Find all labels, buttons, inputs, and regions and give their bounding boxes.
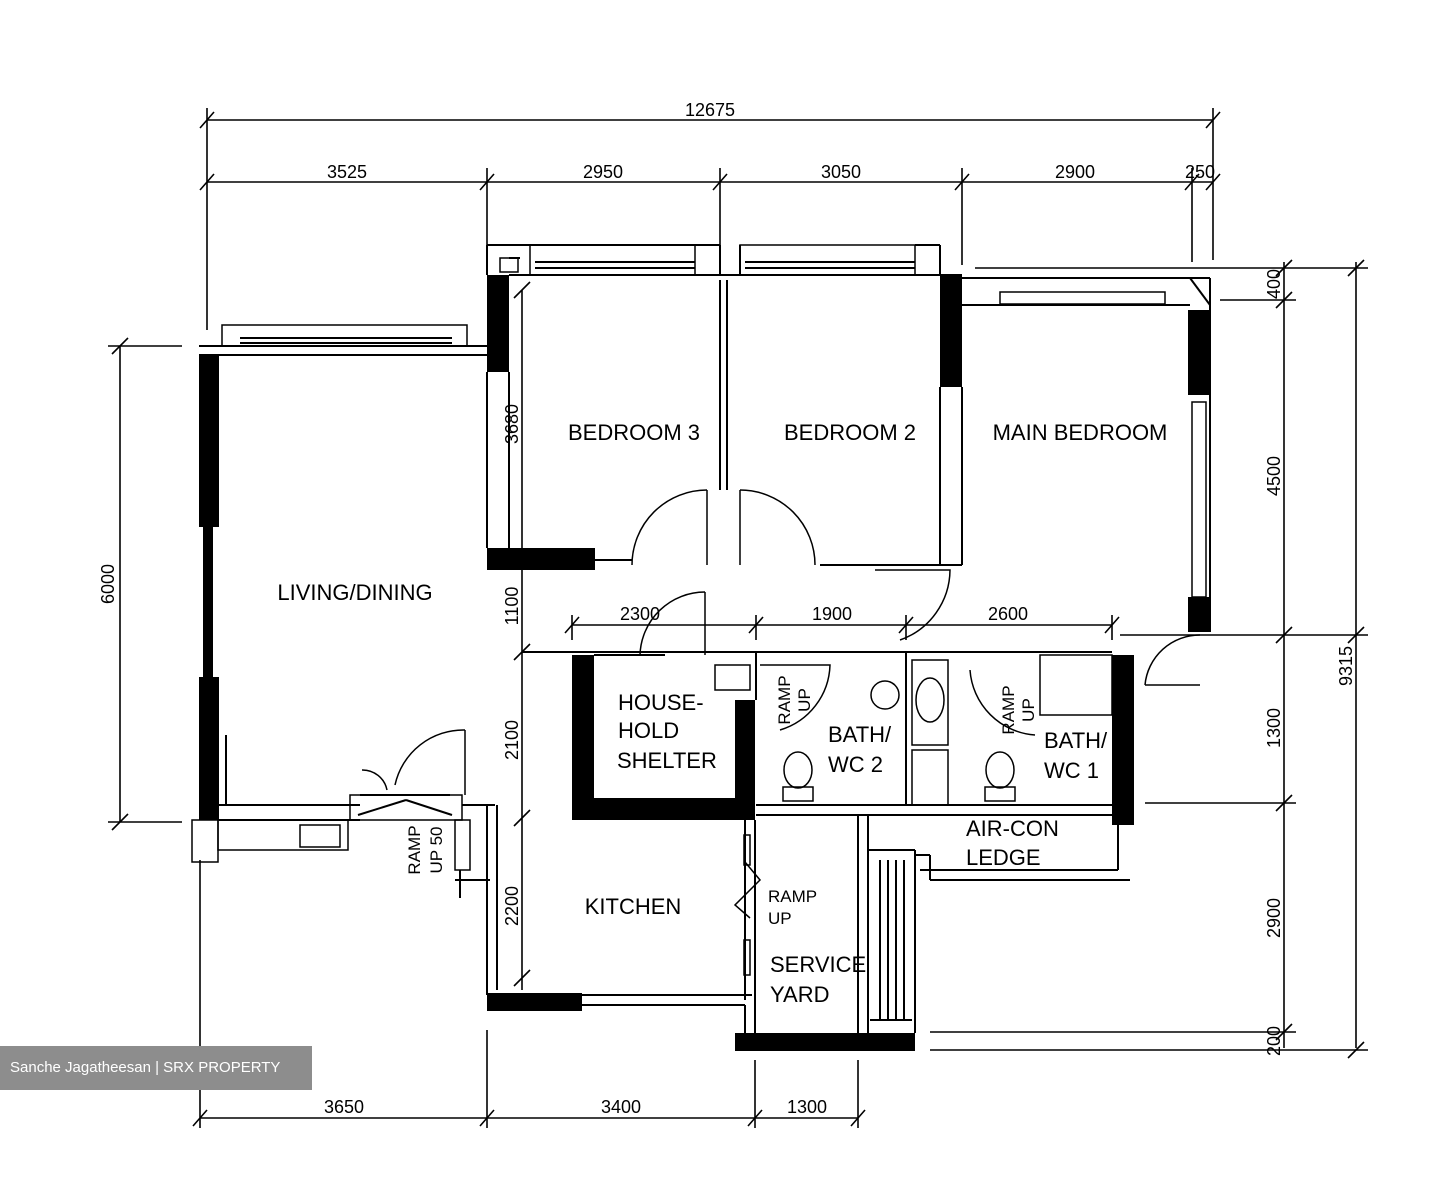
- shelter-vent: [714, 664, 751, 691]
- label-bedroom-3: BEDROOM 3: [568, 420, 700, 445]
- label-bath-wc1-1: BATH/: [1044, 728, 1108, 753]
- dim-mid-2: 1900: [812, 604, 852, 624]
- doors: [361, 489, 1201, 976]
- left-dimension: 6000: [98, 337, 182, 831]
- label-aircon-2: LEDGE: [966, 845, 1041, 870]
- label-ramp-kitchen-2: UP: [768, 909, 792, 928]
- dim-right-4500: 4500: [1264, 456, 1284, 496]
- dim-top-2: 2950: [583, 162, 623, 182]
- label-ramp-wc1-1: RAMP: [999, 685, 1018, 734]
- dim-top-1: 3525: [327, 162, 367, 182]
- door-entry: [394, 729, 466, 786]
- label-kitchen: KITCHEN: [585, 894, 682, 919]
- label-bedroom-2: BEDROOM 2: [784, 420, 916, 445]
- dim-inner-3680: 3680: [502, 404, 522, 444]
- dim-inner-2100: 2100: [502, 720, 522, 760]
- dim-bottom-3: 1300: [787, 1097, 827, 1117]
- door-kitchen-folding: [733, 861, 762, 919]
- watermark: Sanche Jagatheesan | SRX PROPERTY: [0, 1046, 312, 1090]
- label-aircon-1: AIR-CON: [966, 816, 1059, 841]
- right-dimensions: 400 4500 1300 2900 200 9315: [930, 259, 1368, 1059]
- dim-bottom-1: 3650: [324, 1097, 364, 1117]
- door-wc1: [969, 669, 1036, 736]
- door-wc2: [760, 664, 831, 731]
- basin: [915, 677, 945, 723]
- dim-right-200: 200: [1264, 1026, 1284, 1056]
- overall-width-label: 12675: [685, 100, 735, 120]
- label-ramp-wc2-2: UP: [795, 688, 814, 712]
- label-shelter-3: SHELTER: [617, 748, 717, 773]
- door-main-bath: [1144, 634, 1201, 686]
- dim-top-4: 2900: [1055, 162, 1095, 182]
- dim-top-5: 250: [1185, 162, 1215, 182]
- dim-left-height: 6000: [98, 564, 118, 604]
- dim-top-3: 3050: [821, 162, 861, 182]
- door-bedroom-3: [631, 489, 708, 566]
- dim-mid-1: 2300: [620, 604, 660, 624]
- dim-mid-3: 2600: [988, 604, 1028, 624]
- door-bedroom-2: [739, 489, 816, 566]
- door-shelter: [639, 591, 706, 656]
- door-entry-small: [361, 769, 388, 791]
- basin-wc2: [870, 680, 900, 710]
- label-shelter-2: HOLD: [618, 718, 679, 743]
- label-ramp-wc1-2: UP: [1019, 698, 1038, 722]
- dim-inner-2200: 2200: [502, 886, 522, 926]
- dim-inner-1100: 1100: [502, 587, 522, 626]
- label-bath-wc2-2: WC 2: [828, 752, 883, 777]
- label-service-1: SERVICE: [770, 952, 866, 977]
- walls: [191, 244, 1211, 1051]
- label-service-2: YARD: [770, 982, 830, 1007]
- door-main-bedroom: [875, 569, 951, 641]
- label-ramp-entry-1: RAMP: [405, 825, 424, 874]
- dim-right-400: 400: [1264, 269, 1284, 299]
- toilet-wc1: [985, 751, 1015, 789]
- dim-right-1300: 1300: [1264, 708, 1284, 748]
- dim-right-2900: 2900: [1264, 898, 1284, 938]
- label-main-bedroom: MAIN BEDROOM: [993, 420, 1168, 445]
- label-ramp-entry-2: UP 50: [427, 827, 446, 874]
- toilet-wc2: [783, 751, 813, 789]
- label-shelter-1: HOUSE-: [618, 690, 704, 715]
- inner-left-dimensions: 3680 1100 2100 2200: [502, 281, 531, 990]
- label-ramp-kitchen-1: RAMP: [768, 887, 817, 906]
- top-dimensions: 12675 3525 2950 3050 2900 250: [199, 100, 1221, 330]
- label-bath-wc1-2: WC 1: [1044, 758, 1099, 783]
- label-ramp-wc2-1: RAMP: [775, 675, 794, 724]
- dim-bottom-2: 3400: [601, 1097, 641, 1117]
- dim-right-outer: 9315: [1336, 646, 1356, 686]
- room-labels: LIVING/DINING BEDROOM 3 BEDROOM 2 MAIN B…: [277, 420, 1167, 1007]
- label-bath-wc2-1: BATH/: [828, 722, 892, 747]
- label-living-dining: LIVING/DINING: [277, 580, 432, 605]
- bottom-dimensions: 3650 3400 1300: [192, 860, 866, 1128]
- middle-dimensions: 2300 1900 2600: [564, 604, 1120, 640]
- fixtures: [714, 664, 1016, 802]
